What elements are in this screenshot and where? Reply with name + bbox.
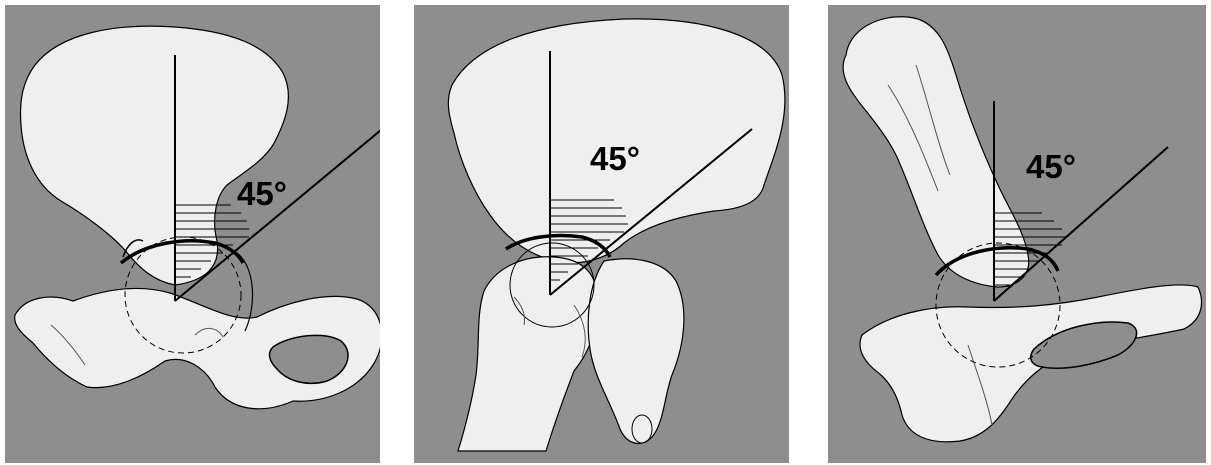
panel-pelvis-view-2: 45°: [414, 5, 789, 463]
panel-pelvis-view-1: 45°: [5, 5, 380, 463]
panel-pelvis-view-3: 45°: [828, 5, 1206, 463]
angle-label: 45°: [237, 177, 287, 210]
angle-label: 45°: [590, 142, 640, 175]
ischium-bone: [588, 259, 684, 444]
angle-label: 45°: [1026, 150, 1076, 183]
femur-bone: [458, 257, 597, 451]
pelvis-illustration-1: [5, 5, 380, 463]
pelvis-illustration-3: [828, 5, 1206, 463]
pubis-bone: [860, 285, 1202, 442]
angle-line: [994, 147, 1168, 301]
pelvis-illustration-2: [414, 5, 789, 463]
